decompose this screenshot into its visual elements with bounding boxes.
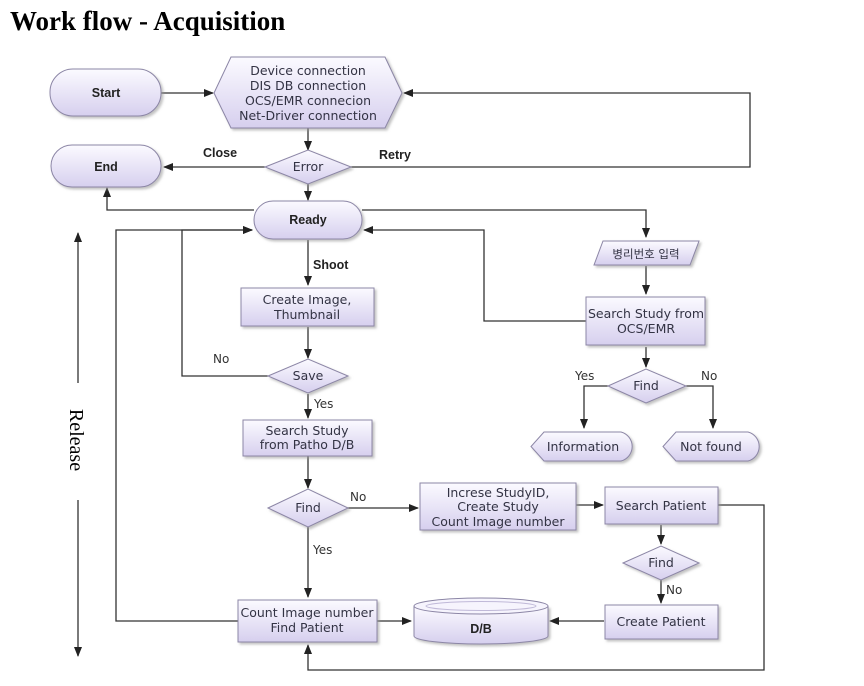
save-no-label: No xyxy=(213,352,229,366)
end-label: End xyxy=(94,160,118,174)
edge-ocs-yes xyxy=(580,385,608,429)
search-patient-node: Search Patient xyxy=(604,486,719,525)
edge-count-ready xyxy=(115,226,253,622)
create-patient-node: Create Patient xyxy=(604,604,719,640)
edge-ready-end xyxy=(103,187,254,211)
release-label: Release xyxy=(65,409,87,471)
save-decision: Save xyxy=(266,358,350,394)
find-patient-label: Find xyxy=(648,555,674,570)
connectors xyxy=(74,89,765,671)
create-image-node: Create Image, Thumbnail xyxy=(240,287,375,327)
not-found-node: Not found xyxy=(662,431,760,462)
edge-ocs-no xyxy=(686,385,717,429)
input-case-number-label: 병리번호 입력 xyxy=(612,247,679,261)
save-label: Save xyxy=(293,368,324,383)
connection-line-4: Net-Driver connection xyxy=(239,108,377,123)
retry-edge-label: Retry xyxy=(379,148,411,162)
search-ocs-line-2: OCS/EMR xyxy=(617,321,675,336)
error-decision: Error xyxy=(263,149,353,185)
create-patient-label: Create Patient xyxy=(616,614,705,629)
find-ocs-label: Find xyxy=(633,378,659,393)
edge-error-retry xyxy=(350,89,751,168)
edge-ready-input xyxy=(362,209,650,238)
search-patho-line-1: Search Study xyxy=(265,423,349,438)
connection-line-3: OCS/EMR connecion xyxy=(245,93,371,108)
increase-line-2: Create Study xyxy=(457,499,539,514)
ocs-no-label: No xyxy=(701,369,717,383)
search-ocs-line-1: Search Study from xyxy=(588,306,704,321)
database-label: D/B xyxy=(470,622,492,636)
increase-studyid-node: Increse StudyID, Create Study Count Imag… xyxy=(419,482,577,531)
search-patient-label: Search Patient xyxy=(616,498,707,513)
increase-line-1: Increse StudyID, xyxy=(447,485,550,500)
count-image-line-1: Count Image number xyxy=(240,605,374,620)
find-decision: Find xyxy=(266,488,350,528)
start-label: Start xyxy=(92,86,121,100)
connection-line-1: Device connection xyxy=(250,63,366,78)
database-node: D/B xyxy=(413,597,549,645)
save-yes-label: Yes xyxy=(313,397,333,411)
search-ocs-node: Search Study from OCS/EMR xyxy=(585,296,706,346)
create-image-line-1: Create Image, xyxy=(263,292,352,307)
ready-label: Ready xyxy=(289,213,327,227)
find-yes-label: Yes xyxy=(312,543,332,557)
create-image-line-2: Thumbnail xyxy=(273,307,340,322)
count-image-node: Count Image number Find Patient xyxy=(237,599,378,643)
search-patho-node: Search Study from Patho D/B xyxy=(242,419,373,457)
shoot-edge-label: Shoot xyxy=(313,258,349,272)
information-node: Information xyxy=(530,431,633,462)
increase-line-3: Count Image number xyxy=(431,514,565,529)
start-node: Start xyxy=(49,68,162,117)
error-label: Error xyxy=(293,159,324,174)
page-title: Work flow - Acquisition xyxy=(10,6,286,36)
patient-no-label: No xyxy=(666,583,682,597)
information-label: Information xyxy=(547,439,619,454)
ready-node: Ready xyxy=(253,200,363,240)
ocs-yes-label: Yes xyxy=(574,369,594,383)
close-edge-label: Close xyxy=(203,146,237,160)
connection-node: Device connection DIS DB connection OCS/… xyxy=(213,56,403,129)
connection-line-2: DIS DB connection xyxy=(250,78,366,93)
find-label: Find xyxy=(295,500,321,515)
find-ocs-decision: Find xyxy=(606,368,688,404)
edge-search-ready xyxy=(363,226,586,322)
edge-patient-found xyxy=(304,504,765,671)
not-found-label: Not found xyxy=(680,439,742,454)
end-node: End xyxy=(50,144,162,188)
input-case-number-node: 병리번호 입력 xyxy=(593,240,700,266)
count-image-line-2: Find Patient xyxy=(270,620,343,635)
find-patient-decision: Find xyxy=(621,545,701,581)
find-no-label: No xyxy=(350,490,366,504)
search-patho-line-2: from Patho D/B xyxy=(260,437,355,452)
